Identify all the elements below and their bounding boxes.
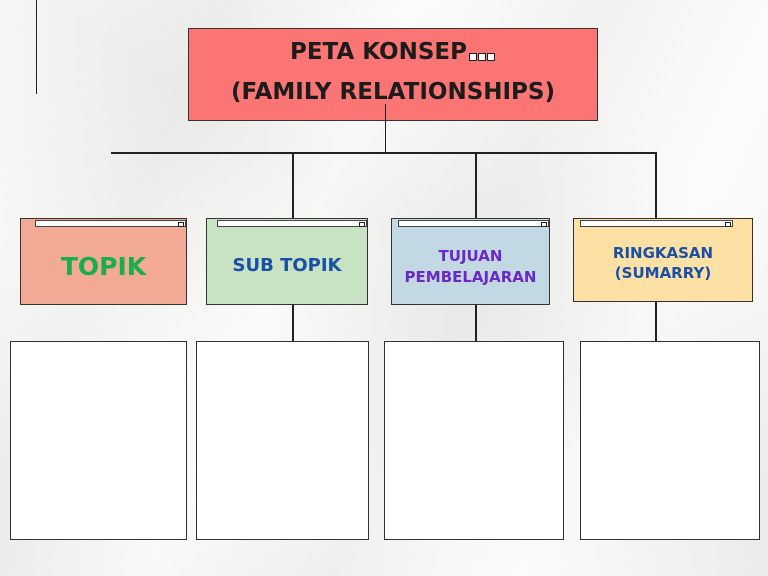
window-titlebar (35, 220, 186, 227)
branch-line-4 (655, 152, 657, 218)
title-line-2: (FAMILY RELATIONSHIPS) (230, 79, 555, 105)
category-label-line-2: PEMBELAJARAN (404, 267, 537, 286)
title-text-1: PETA KONSEP (289, 39, 467, 65)
category-tujuan-pembelajaran: TUJUAN PEMBELAJARAN (391, 218, 550, 305)
category-label-sub-topik: SUB TOPIK (232, 255, 342, 277)
window-titlebar (398, 220, 549, 227)
window-button-icon (359, 222, 365, 227)
title-box: PETA KONSEP (FAMILY RELATIONSHIPS) (188, 28, 598, 121)
category-label-topik: TOPIK (60, 251, 147, 281)
horizontal-connector (111, 152, 656, 154)
branch-line-2 (292, 152, 294, 218)
category-label-line-1: TUJUAN (438, 247, 503, 266)
window-titlebar (580, 220, 733, 227)
content-box-sub-topik[interactable] (196, 341, 369, 540)
title-line-1: PETA KONSEP (189, 39, 597, 67)
category-label-line-1: RINGKASAN (612, 243, 714, 262)
category-label-ringkasan: RINGKASAN (SUMARRY) (613, 243, 713, 284)
window-button-icon (178, 222, 184, 227)
category-label-tujuan-pembelajaran: TUJUAN PEMBELAJARAN (405, 246, 537, 287)
down-line-3 (475, 305, 477, 341)
content-box-topik[interactable] (10, 341, 187, 540)
window-titlebar (217, 220, 367, 227)
window-button-icon (541, 222, 547, 227)
left-margin-line (36, 0, 37, 94)
content-box-ringkasan[interactable] (580, 341, 760, 540)
category-topik: TOPIK (20, 218, 187, 305)
window-button-icon (725, 222, 731, 227)
down-line-2 (292, 305, 294, 341)
content-box-tujuan-pembelajaran[interactable] (384, 341, 564, 540)
category-label-line-2: (SUMARRY) (614, 264, 712, 282)
category-ringkasan: RINGKASAN (SUMARRY) (573, 218, 753, 302)
down-line-4 (655, 302, 657, 341)
three-small-squares-icon (469, 41, 496, 67)
branch-line-3 (475, 152, 477, 218)
title-stem-line (385, 104, 386, 153)
category-sub-topik: SUB TOPIK (206, 218, 368, 305)
